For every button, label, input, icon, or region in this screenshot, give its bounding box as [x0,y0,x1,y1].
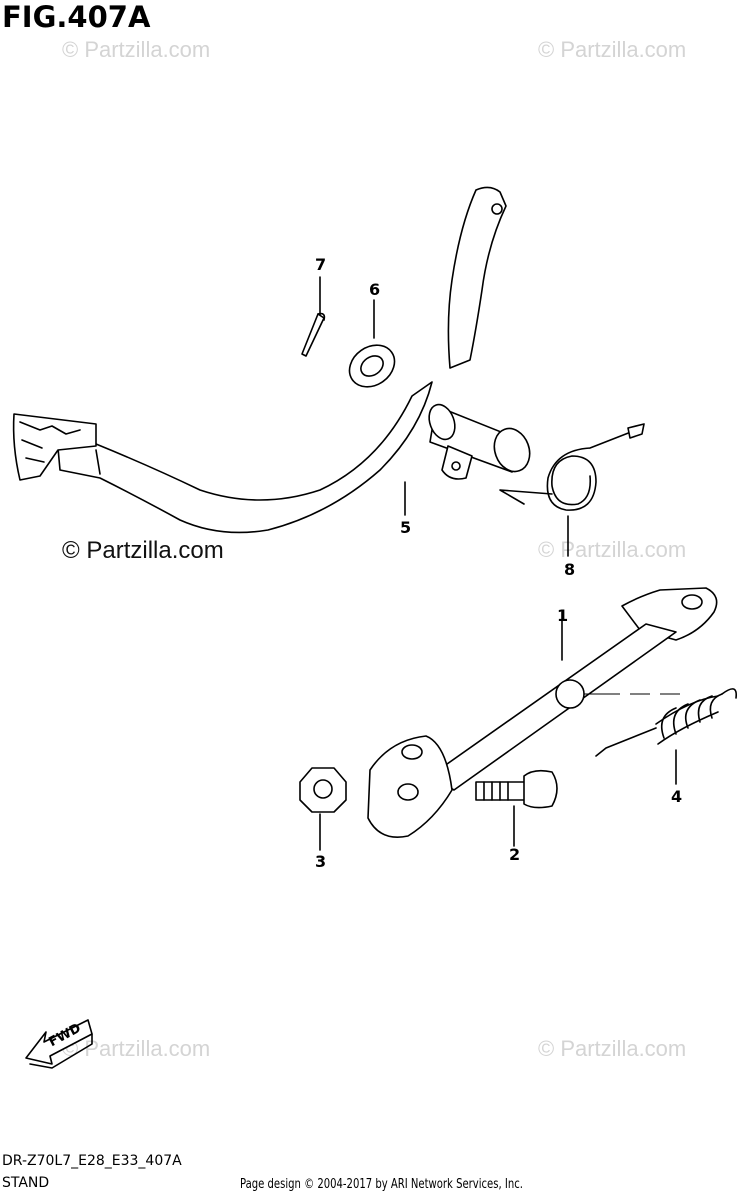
watermark: © Partzilla.com [62,37,211,62]
callout-3: 3 [315,852,327,871]
washer-drawing [348,299,396,388]
watermark: © Partzilla.com [62,1036,211,1061]
callout-7: 7 [315,255,327,274]
cotter-pin-drawing [301,276,326,357]
fwd-arrow [25,1019,93,1069]
callout-1: 1 [557,606,569,625]
spring-drawing [595,688,738,785]
callout-6: 6 [369,280,381,299]
diagram-code: DR-Z70L7_E28_E33_407A [2,1153,182,1169]
callout-2: 2 [509,845,521,864]
nut-drawing [299,767,347,851]
side-stand-drawing [367,587,718,838]
callout-8: 8 [564,560,576,579]
watermark-dark: © Partzilla.com [62,537,224,564]
figure-title: FIG.407A [2,0,151,34]
watermark: © Partzilla.com [538,1036,687,1061]
watermark: © Partzilla.com [538,537,687,562]
brake-pedal-drawing [12,186,531,534]
bolt-drawing [475,769,558,847]
section-name: STAND [2,1175,50,1191]
watermark: © Partzilla.com [538,37,687,62]
footer-credit: Page design © 2004-2017 by ARI Network S… [240,1177,523,1192]
callout-5: 5 [400,518,412,537]
torsion-spring-drawing [499,423,645,557]
callout-4: 4 [671,787,683,806]
